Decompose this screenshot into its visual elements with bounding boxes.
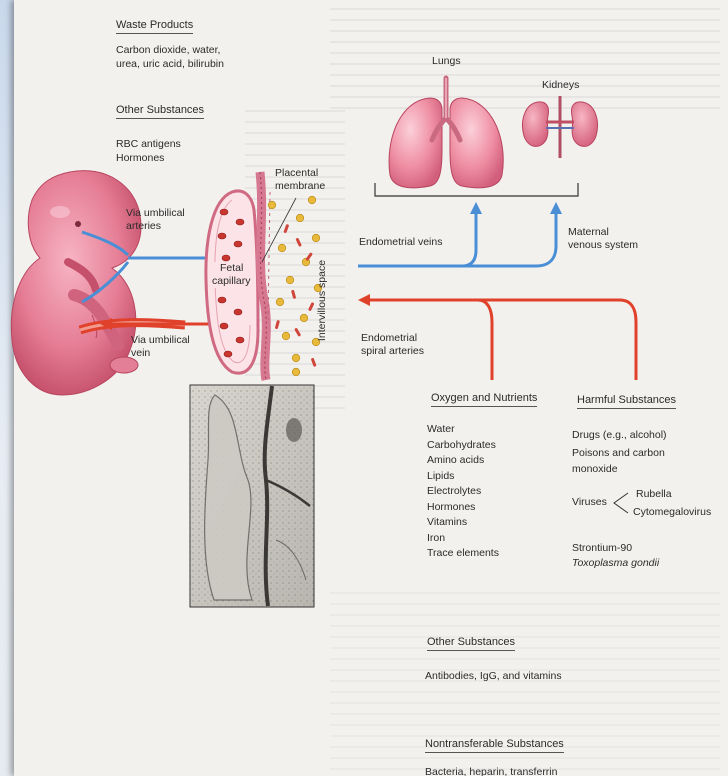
waste-products-heading: Waste Products <box>116 19 193 34</box>
rbc-antigens: RBC antigens <box>116 137 181 151</box>
other-substances-top-heading: Other Substances <box>116 104 204 119</box>
nontransferable-list: Bacteria, heparin, transferrin <box>425 766 559 776</box>
waste-products-list: Carbon dioxide, water, urea, uric acid, … <box>116 43 224 71</box>
placental-membrane-line2: membrane <box>275 180 325 193</box>
lungs-illustration <box>389 78 503 188</box>
list-item: Iron <box>427 531 499 547</box>
list-item: Trace elements <box>427 546 499 562</box>
cytomegalovirus-item: Cytomegalovirus <box>633 506 711 519</box>
endometrial-spiral-label: Endometrial spiral arteries <box>361 332 424 358</box>
rubella-item: Rubella <box>636 488 672 501</box>
umbilical-arteries-label: Via umbilical arteries <box>126 207 185 233</box>
umbilical-arteries-line2: arteries <box>126 220 185 233</box>
list-item: Carbohydrates <box>427 438 499 454</box>
waste-products-line2: urea, uric acid, bilirubin <box>116 57 224 71</box>
list-item: Vitamins <box>427 515 499 531</box>
poisons-line1: Poisons and carbon <box>572 446 665 462</box>
other-substances-bottom-heading: Other Substances <box>427 636 515 651</box>
hormones-top: Hormones <box>116 151 181 165</box>
poisons-line2: monoxide <box>572 462 665 478</box>
placental-membrane-label: Placental membrane <box>275 167 325 193</box>
list-item: Amino acids <box>427 453 499 469</box>
viruses-label: Viruses <box>572 496 607 509</box>
maternal-blood-cells <box>268 196 322 376</box>
umbilical-arteries-line1: Via umbilical <box>126 207 185 220</box>
fetal-capillary-line1: Fetal <box>212 262 251 275</box>
waste-products-line1: Carbon dioxide, water, <box>116 43 224 57</box>
list-item: Water <box>427 422 499 438</box>
poisons-item: Poisons and carbon monoxide <box>572 446 665 477</box>
nontransferable-heading: Nontransferable Substances <box>425 738 564 753</box>
umbilical-vein-line1: Via umbilical <box>131 334 190 347</box>
lungs-label: Lungs <box>432 55 461 68</box>
strontium-item: Strontium-90 <box>572 542 632 555</box>
viruses-bracket <box>614 493 628 513</box>
list-item: Lipids <box>427 469 499 485</box>
toxoplasma-item: Toxoplasma gondii <box>572 557 659 570</box>
micrograph <box>190 385 314 607</box>
oxygen-nutrients-list: Water Carbohydrates Amino acids Lipids E… <box>427 422 499 562</box>
endometrial-veins-label: Endometrial veins <box>359 236 442 249</box>
oxygen-nutrients-heading: Oxygen and Nutrients <box>431 392 537 407</box>
other-substances-bottom-list: Antibodies, IgG, and vitamins <box>425 670 562 683</box>
kidneys-illustration <box>523 96 598 158</box>
other-substances-top-list: RBC antigens Hormones <box>116 137 181 165</box>
maternal-venous-label: Maternal venous system <box>568 226 638 252</box>
maternal-venous-line1: Maternal <box>568 226 638 239</box>
harmful-substances-heading: Harmful Substances <box>577 394 676 409</box>
intervillous-space-label: Intervillous space <box>316 260 329 341</box>
endometrial-spiral-line1: Endometrial <box>361 332 424 345</box>
list-item: Electrolytes <box>427 484 499 500</box>
umbilical-vein-label: Via umbilical vein <box>131 334 190 360</box>
umbilical-vein-line2: vein <box>131 347 190 360</box>
fetus-illustration <box>11 171 141 395</box>
maternal-venous-line2: venous system <box>568 239 638 252</box>
fetal-capillary-label: Fetal capillary <box>212 262 251 288</box>
list-item: Hormones <box>427 500 499 516</box>
endometrial-spiral-line2: spiral arteries <box>361 345 424 358</box>
placental-membrane-line1: Placental <box>275 167 325 180</box>
drugs-item: Drugs (e.g., alcohol) <box>572 429 667 442</box>
fetal-capillary-line2: capillary <box>212 275 251 288</box>
kidneys-label: Kidneys <box>542 79 579 92</box>
